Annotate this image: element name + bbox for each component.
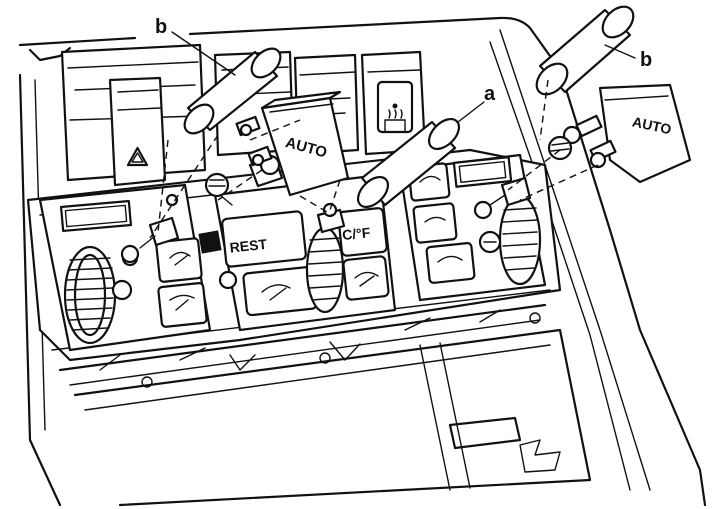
bulb-socket-5	[473, 176, 532, 220]
hazard-triangle-icon	[126, 146, 149, 167]
callout-leaders	[171, 31, 636, 123]
callout-b-left: b	[155, 16, 167, 38]
rear-defrost-icon	[384, 109, 406, 133]
air-distribution-icon	[169, 251, 195, 311]
bulb-socket-1	[204, 172, 233, 206]
rest-button: REST	[221, 210, 307, 268]
rest-label: REST	[229, 236, 268, 256]
right-temperature-knob	[498, 194, 542, 286]
celsius-fahrenheit-button: C/°F	[337, 207, 388, 257]
lower-console	[73, 309, 592, 507]
center-fan-knob	[305, 226, 345, 314]
center-control-module: REST C/°F	[213, 173, 397, 332]
puller-tool-center	[356, 117, 461, 209]
puller-tool-right	[535, 5, 635, 96]
cf-label: C/°F	[341, 224, 371, 243]
callout-b-right: b	[640, 49, 652, 71]
hazard-switch	[108, 76, 167, 187]
left-temperature-knob	[63, 245, 117, 345]
fan-icon	[419, 175, 463, 263]
dashboard-frame	[18, 16, 707, 507]
rear-defrost-switch	[360, 50, 427, 156]
right-control-module	[398, 153, 547, 302]
bulb-socket-4	[316, 202, 346, 234]
puller-tool-left	[183, 47, 282, 135]
auto-switch-center: AUTO	[235, 90, 350, 197]
callout-a: a	[484, 83, 496, 105]
alignment-dashed-lines	[149, 79, 599, 239]
bulb-socket-3	[120, 216, 180, 264]
left-control-module	[38, 183, 212, 352]
